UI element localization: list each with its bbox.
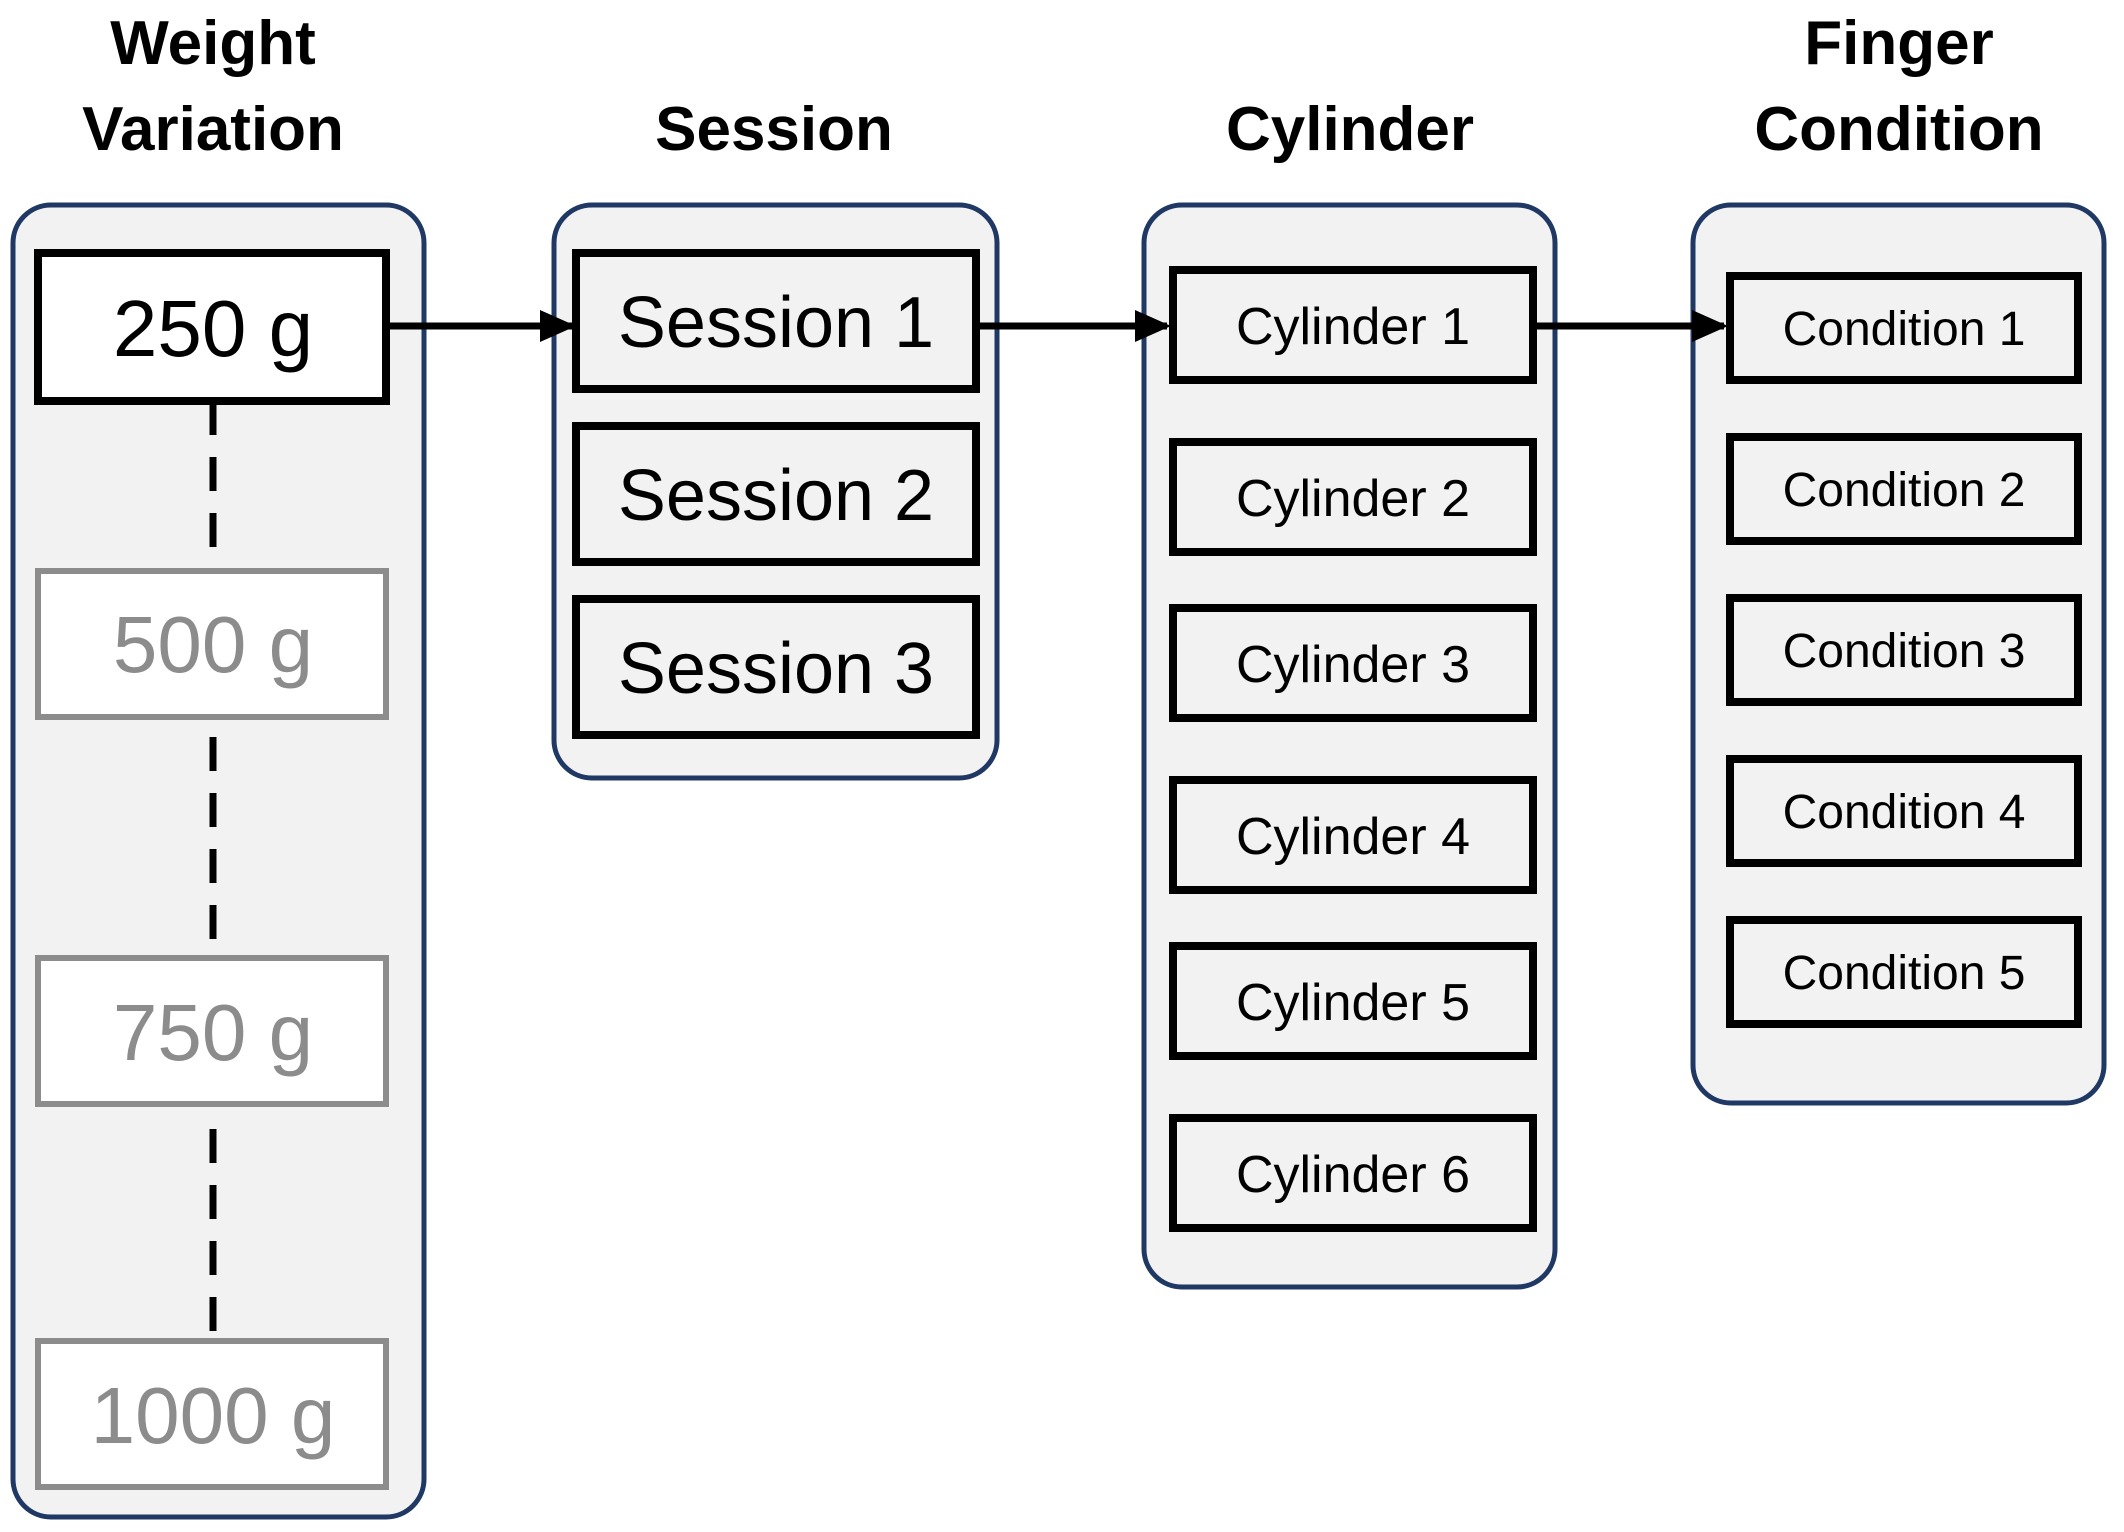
condition-label-4: Condition 4 — [1783, 786, 2026, 839]
weight-box-1000 — [35, 1338, 389, 1490]
cylinder-label-6: Cylinder 6 — [1236, 1146, 1470, 1204]
session-label-3: Session 3 — [618, 629, 934, 709]
weight-label-500: 500 g — [113, 600, 313, 689]
cylinder-label-4: Cylinder 4 — [1236, 808, 1470, 866]
session-box-3 — [572, 595, 980, 739]
weight-item: 750 g — [35, 955, 389, 1107]
arrowhead-icon — [1692, 310, 1728, 342]
condition-title-line2: Condition — [1754, 95, 2043, 164]
session-box-2 — [572, 422, 980, 566]
weight-item: 250 g — [34, 249, 390, 405]
arrowhead-icon — [1135, 310, 1171, 342]
session-label-1: Session 1 — [618, 283, 934, 363]
session-box-1 — [572, 249, 980, 393]
condition-box-4 — [1726, 755, 2082, 867]
session-title: Session — [655, 95, 893, 164]
condition-label-1: Condition 1 — [1783, 303, 2026, 356]
cylinder-box-4 — [1169, 776, 1537, 894]
condition-label-2: Condition 2 — [1783, 464, 2026, 517]
cylinder-label-3: Cylinder 3 — [1236, 636, 1470, 694]
cylinder-box-5 — [1169, 942, 1537, 1060]
weight-label-250: 250 g — [113, 284, 313, 373]
weight-label-1000: 1000 g — [91, 1371, 336, 1460]
arrowhead-icon — [540, 310, 576, 342]
weight-title-line1: Weight — [110, 9, 316, 78]
weight-label-750: 750 g — [113, 988, 313, 1077]
cylinder-box-1 — [1169, 266, 1537, 384]
condition-box-5 — [1726, 916, 2082, 1028]
cylinder-label-2: Cylinder 2 — [1236, 470, 1470, 528]
condition-box-3 — [1726, 594, 2082, 706]
condition-label-5: Condition 5 — [1783, 947, 2026, 1000]
cylinder-label-1: Cylinder 1 — [1236, 298, 1470, 356]
weight-title-line2: Variation — [82, 95, 344, 164]
weight-item: 1000 g — [35, 1338, 389, 1490]
condition-box-1 — [1726, 272, 2082, 384]
weight-box-500 — [35, 568, 389, 720]
session-label-2: Session 2 — [618, 456, 934, 536]
condition-title-line1: Finger — [1804, 9, 1993, 78]
condition-box-2 — [1726, 433, 2082, 545]
weight-panel — [10, 202, 427, 1520]
cylinder-label-5: Cylinder 5 — [1236, 974, 1470, 1032]
weight-box-250 — [34, 249, 390, 405]
cylinder-box-3 — [1169, 604, 1537, 722]
cylinder-box-6 — [1169, 1114, 1537, 1232]
weight-item: 500 g — [35, 568, 389, 720]
cylinder-title: Cylinder — [1226, 95, 1474, 164]
weight-box-750 — [35, 955, 389, 1107]
cylinder-box-2 — [1169, 438, 1537, 556]
condition-label-3: Condition 3 — [1783, 625, 2026, 678]
